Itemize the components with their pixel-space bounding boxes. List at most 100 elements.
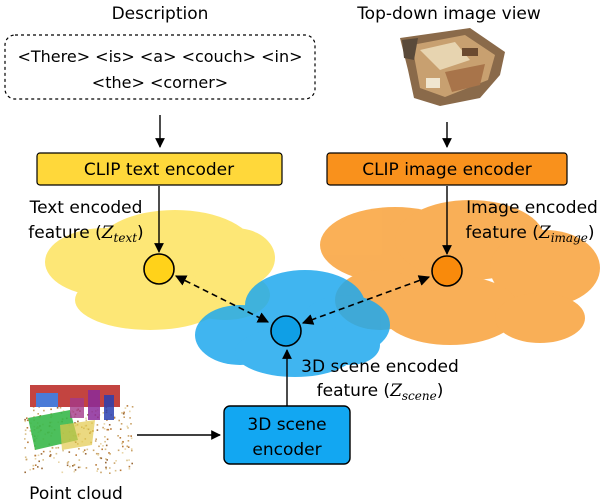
- point-cloud-dot: [78, 459, 81, 461]
- point-cloud-dot: [66, 462, 69, 464]
- point-cloud-dot: [58, 461, 60, 463]
- point-cloud-dot: [124, 448, 127, 450]
- point-cloud-dot: [109, 467, 111, 469]
- image-feature-symbol: Z: [538, 223, 552, 243]
- point-cloud-dot: [49, 455, 51, 457]
- scene-encoder-label-line-1: 3D scene: [247, 415, 326, 435]
- image-feature-suffix: ): [588, 223, 595, 243]
- scene-feature-node: [270, 315, 302, 347]
- point-cloud-dot: [37, 413, 39, 415]
- point-cloud-dot: [100, 471, 102, 474]
- point-cloud-dot: [62, 449, 64, 452]
- point-cloud-dot: [100, 443, 102, 445]
- point-cloud-dot: [34, 458, 37, 460]
- point-cloud-label: Point cloud: [29, 484, 123, 502]
- point-cloud-dot: [129, 417, 131, 419]
- point-cloud-dot: [108, 452, 110, 454]
- point-cloud-dot: [79, 466, 82, 469]
- point-cloud-dot: [103, 428, 106, 430]
- point-cloud-dot: [24, 433, 27, 435]
- point-cloud-dot: [126, 405, 129, 407]
- clip-text-encoder-label: CLIP text encoder: [84, 160, 234, 180]
- point-cloud-dot: [26, 419, 29, 422]
- description-line-2: <the> <corner>: [92, 73, 228, 92]
- point-cloud-dot: [119, 469, 122, 472]
- point-cloud-dot: [77, 420, 79, 423]
- point-cloud-dot: [121, 452, 124, 454]
- point-cloud-dot: [72, 465, 74, 467]
- point-cloud-dot: [67, 461, 70, 463]
- point-cloud-dot: [95, 438, 97, 440]
- point-cloud-dot: [109, 472, 111, 474]
- point-cloud-dot: [113, 462, 116, 464]
- point-cloud-dot: [97, 454, 99, 456]
- point-cloud-dot: [106, 438, 109, 441]
- point-cloud-dot: [130, 437, 133, 440]
- point-cloud-dot: [102, 412, 105, 414]
- image-feature-subscript: image: [551, 231, 588, 245]
- point-cloud-dot: [122, 445, 124, 448]
- dashed-arrow-text-scene: [174, 275, 270, 323]
- point-cloud-dot: [75, 454, 77, 456]
- point-cloud-dot: [49, 450, 51, 453]
- point-cloud-dot: [119, 437, 122, 439]
- point-cloud-dot: [33, 409, 35, 412]
- point-cloud-dot: [27, 441, 29, 444]
- point-cloud-dot: [55, 447, 57, 449]
- point-cloud-dot: [104, 440, 106, 443]
- point-cloud-dot: [120, 423, 123, 425]
- point-cloud-dot: [110, 428, 112, 430]
- point-cloud-dot: [98, 445, 100, 448]
- point-cloud-dot: [24, 456, 27, 458]
- point-cloud-dot: [73, 463, 76, 466]
- point-cloud-dot: [57, 446, 60, 449]
- text-feature-symbol: Z: [101, 223, 115, 243]
- point-cloud-dot: [124, 407, 127, 409]
- point-cloud-dot: [128, 465, 131, 468]
- point-cloud-dot: [85, 467, 88, 469]
- point-cloud-dot: [121, 442, 123, 445]
- point-cloud-dot: [78, 448, 80, 450]
- point-cloud-dot: [34, 464, 37, 466]
- point-cloud-dot: [29, 468, 31, 471]
- clip-image-encoder-label: CLIP image encoder: [362, 160, 532, 180]
- point-cloud-dot: [97, 468, 99, 470]
- dashed-arrow-image-scene: [301, 275, 431, 325]
- point-cloud-dot: [103, 423, 106, 425]
- point-cloud-dot: [100, 457, 103, 460]
- text-feature-node: [143, 253, 175, 285]
- point-cloud-dot: [26, 417, 28, 419]
- point-cloud-dot: [56, 407, 59, 409]
- point-cloud-dot: [107, 428, 110, 431]
- point-cloud-dot: [53, 457, 55, 459]
- text-feature-label-line-2: feature (Ztext): [28, 223, 143, 245]
- point-cloud-dot: [42, 450, 45, 453]
- point-cloud-dot: [34, 454, 37, 457]
- point-cloud-dot: [97, 453, 100, 455]
- point-cloud-dot: [123, 411, 125, 414]
- text-feature-suffix: ): [137, 223, 144, 243]
- scene-feature-subscript: scene: [402, 389, 437, 403]
- point-cloud-dot: [122, 413, 125, 415]
- point-cloud-dot: [24, 418, 26, 421]
- point-cloud-dot: [83, 449, 86, 451]
- description-line-1: <There> <is> <a> <couch> <in>: [17, 47, 302, 66]
- point-cloud-dot: [104, 448, 107, 451]
- point-cloud-dot: [24, 429, 27, 432]
- point-cloud-image: [22, 382, 134, 476]
- point-cloud-dot: [24, 447, 26, 449]
- point-cloud-dot: [106, 428, 109, 431]
- point-cloud-dot: [95, 452, 98, 455]
- scene-feature-label-line-2: feature (Zscene): [317, 381, 444, 403]
- point-cloud-dot: [123, 416, 125, 418]
- point-cloud-dot: [131, 449, 133, 452]
- point-cloud-dot: [121, 412, 123, 414]
- point-cloud-dot: [29, 430, 32, 432]
- point-cloud-dot: [37, 466, 39, 468]
- point-cloud-dot: [61, 471, 64, 474]
- top-down-image: [400, 28, 505, 106]
- point-cloud-dot: [62, 410, 65, 412]
- point-cloud-dot: [59, 406, 62, 409]
- point-cloud-dot: [118, 419, 120, 422]
- point-cloud-dot: [68, 451, 71, 453]
